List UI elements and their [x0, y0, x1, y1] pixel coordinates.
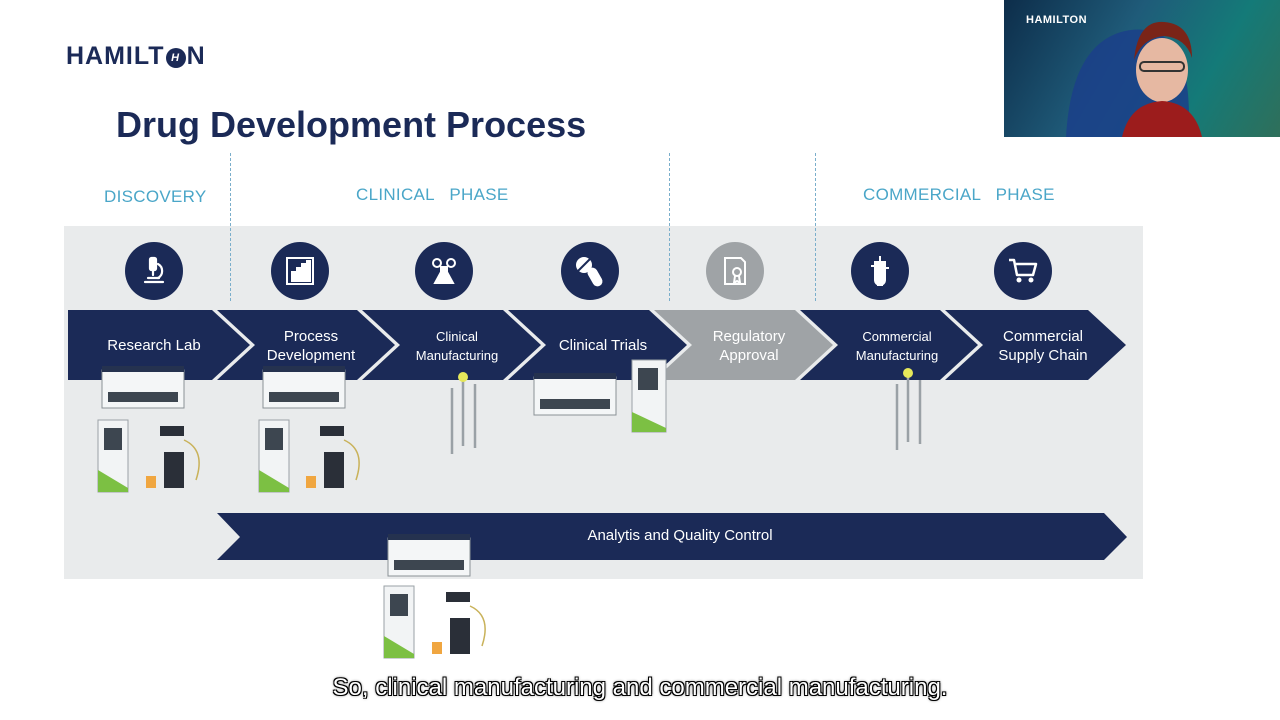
webcam-logo: HAMILTON	[1026, 14, 1088, 26]
step-label-commercial-supply-chain: Commercial Supply Chain	[998, 328, 1088, 364]
step-label-process-development: Process Development	[266, 328, 356, 364]
chevron-research-lab	[68, 310, 250, 380]
pills-icon	[561, 242, 619, 300]
divider-clinical-regulatory	[669, 153, 670, 301]
microscope-icon	[125, 242, 183, 300]
controller-process-dev	[306, 426, 360, 488]
incubator-process-dev	[258, 419, 290, 493]
logo-badge: H	[165, 48, 186, 68]
certificate-icon	[706, 242, 764, 300]
analytics-label: Analytis and Quality Control	[587, 527, 773, 544]
chevron-commercial-manufacturing	[800, 310, 978, 380]
chevron-clinical-manufacturing	[362, 310, 541, 380]
chevron-regulatory-approval	[654, 310, 833, 380]
incubator-analytics	[383, 585, 415, 659]
step-label-commercial-manufacturing: Commercial Manufacturing	[855, 329, 939, 363]
chevron-process-development	[217, 310, 395, 380]
liquid-handler-research-lab	[101, 366, 185, 409]
step-label-clinical-manufacturing: Clinical Manufacturing	[415, 329, 499, 363]
subtitle-caption: So, clinical manufacturing and commercia…	[332, 674, 948, 701]
liquid-handler-process-dev	[262, 366, 346, 409]
presenter-silhouette	[1066, 21, 1202, 137]
shopping-cart-icon	[994, 242, 1052, 300]
divider-regulatory-commercial	[815, 153, 816, 301]
presenter-webcam: HAMILTON	[1004, 0, 1280, 137]
phase-discovery: DISCOVERY	[104, 187, 207, 206]
bioreactor-icon	[851, 242, 909, 300]
incubator-clinical-trials	[631, 359, 667, 433]
liquid-handler-clinical-trials	[533, 373, 617, 416]
logo-text-left: HAMILT	[66, 42, 165, 70]
controller-research-lab	[146, 426, 200, 488]
sensors-commercial-manufacturing	[895, 376, 922, 450]
phase-clinical: CLINICAL PHASE	[356, 185, 509, 204]
chevron-commercial-supply-chain	[945, 310, 1126, 380]
sensors-clinical-manufacturing	[450, 380, 477, 454]
incubator-research-lab	[97, 419, 129, 493]
flask-gears-icon	[415, 242, 473, 300]
step-label-research-lab: Research Lab	[107, 336, 201, 354]
divider-discovery-clinical	[230, 153, 231, 301]
controller-analytics	[432, 592, 486, 654]
step-label-regulatory-approval: Regulatory Approval	[712, 328, 786, 364]
logo-text-right: N	[186, 42, 206, 70]
step-label-clinical-trials: Clinical Trials	[558, 336, 648, 354]
liquid-handler-analytics	[387, 534, 471, 577]
bar-chart-icon	[271, 242, 329, 300]
slide-title: Drug Development Process	[116, 104, 587, 145]
phase-commercial: COMMERCIAL PHASE	[863, 185, 1055, 204]
